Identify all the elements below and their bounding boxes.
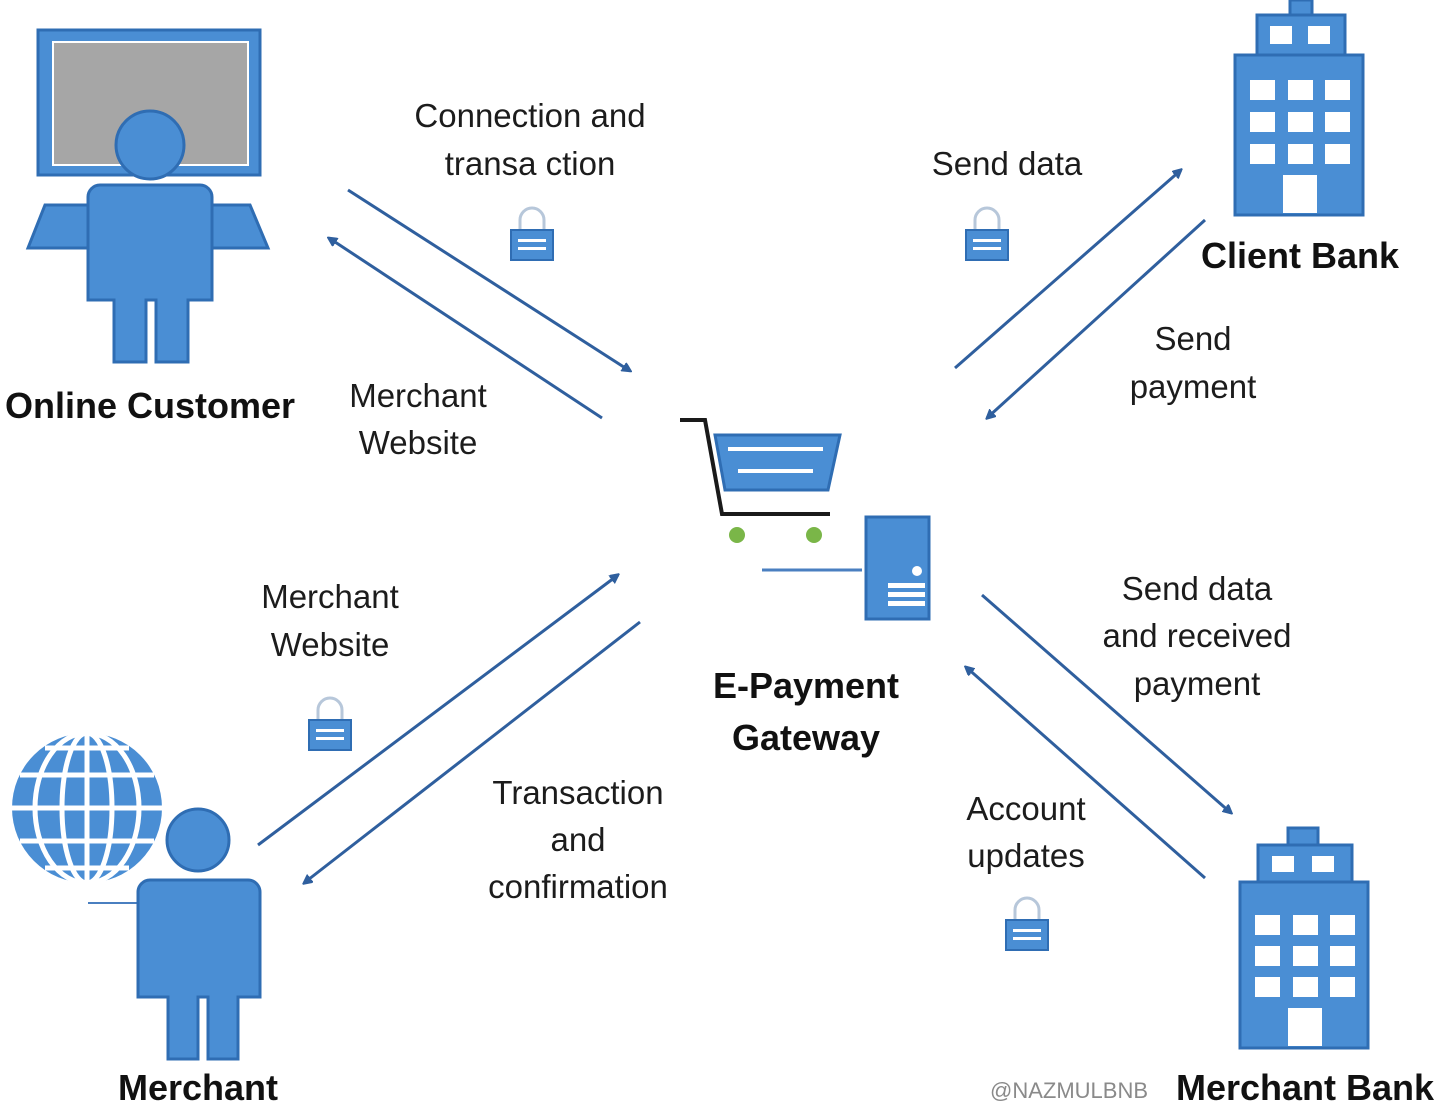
- shopping-cart-icon: [680, 418, 842, 543]
- arrow-gateway-to-merchant: [304, 620, 641, 883]
- arrow-customer-to-gateway: [347, 188, 630, 371]
- lock-icon: [964, 206, 1010, 262]
- lock-icon: [1004, 896, 1050, 952]
- edge-label-send-payment-1: Send: [1154, 320, 1231, 357]
- edge-label-transaction-3: confirmation: [488, 868, 668, 905]
- edge-label-send-received-1: Send data: [1122, 570, 1273, 607]
- arrow-gateway-to-customer: [329, 238, 603, 420]
- edge-label-merchant-website-bottom-1: Merchant: [261, 578, 399, 615]
- lock-icon: [307, 696, 353, 752]
- edge-label-send-received-2: and received: [1103, 617, 1292, 654]
- gateway-label-1: E-Payment: [713, 665, 899, 706]
- edge-label-connection-1: Connection and: [414, 97, 645, 134]
- edge-label-transaction-2: and: [550, 821, 605, 858]
- edge-label-transaction-1: Transaction: [492, 774, 663, 811]
- edge-label-send-data: Send data: [932, 145, 1083, 182]
- edge-label-send-payment-2: payment: [1130, 368, 1257, 405]
- merchant-bank-icon: [1238, 826, 1370, 1050]
- edge-label-merchant-website-bottom-2: Website: [271, 626, 390, 663]
- merchant-person-icon: [136, 807, 262, 1061]
- arrow-gateway-to-merchant-bank: [981, 593, 1231, 813]
- merchant-label: Merchant: [118, 1067, 278, 1108]
- globe-icon: [12, 730, 162, 886]
- edge-label-send-received-3: payment: [1134, 665, 1261, 702]
- merchant-bank-label: Merchant Bank: [1176, 1067, 1435, 1108]
- gateway-label-2: Gateway: [732, 717, 880, 758]
- watermark: @NAZMULBNB: [990, 1078, 1148, 1103]
- edge-label-account-updates-1: Account: [966, 790, 1085, 827]
- computer-user-icon: [25, 28, 271, 364]
- edge-label-account-updates-2: updates: [967, 837, 1084, 874]
- arrow-merchant-to-gateway: [257, 575, 618, 847]
- client-bank-icon: [1233, 0, 1365, 217]
- lock-icon: [509, 206, 555, 262]
- edge-label-merchant-website-top-2: Website: [359, 424, 478, 461]
- edge-label-connection-2: transa ction: [445, 145, 616, 182]
- arrow-client-bank-to-gateway: [987, 218, 1207, 418]
- edge-label-merchant-website-top-1: Merchant: [349, 377, 487, 414]
- client-bank-label: Client Bank: [1201, 235, 1400, 276]
- server-icon: [864, 515, 931, 621]
- arrow-gateway-to-client-bank: [954, 170, 1181, 370]
- arrow-merchant-bank-to-gateway: [966, 667, 1206, 880]
- online-customer-label: Online Customer: [5, 385, 295, 426]
